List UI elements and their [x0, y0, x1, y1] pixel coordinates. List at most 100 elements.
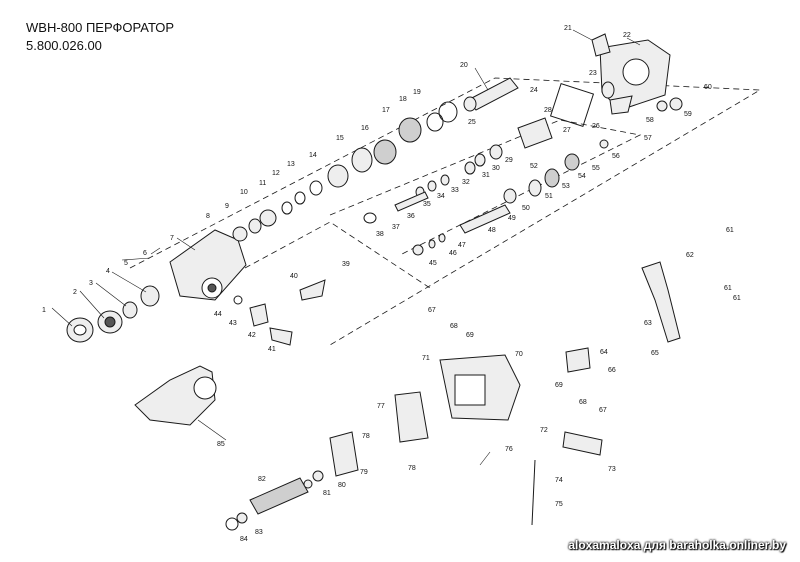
label-55: 55 [592, 165, 600, 172]
label-11: 11 [259, 180, 266, 187]
label-26: 26 [592, 123, 600, 130]
part-38 [363, 212, 377, 224]
label-62: 62 [686, 252, 694, 259]
part-57 [609, 95, 633, 115]
part-53-gear [544, 168, 560, 188]
label-18: 18 [399, 96, 407, 103]
label-30: 30 [492, 165, 500, 172]
label-20: 20 [460, 62, 468, 69]
part-33 [427, 180, 437, 192]
part-19 [438, 101, 458, 123]
label-44: 44 [214, 311, 222, 318]
label-28: 28 [544, 107, 552, 114]
label-83: 83 [255, 529, 263, 536]
part-27 [517, 117, 553, 149]
part-3-ring [122, 301, 138, 319]
part-51 [528, 179, 542, 197]
label-52: 52 [530, 163, 538, 170]
label-42: 42 [248, 332, 256, 339]
part-7-gear-housing [169, 229, 247, 301]
label-35: 35 [423, 201, 431, 208]
label-72: 72 [540, 427, 548, 434]
part-64-switch [565, 347, 591, 373]
label-70: 70 [515, 351, 523, 358]
part-45 [412, 244, 424, 256]
label-85: 85 [217, 441, 225, 448]
label-78b: 78 [408, 465, 416, 472]
label-48: 48 [488, 227, 496, 234]
label-84: 84 [240, 536, 248, 543]
part-46 [428, 239, 436, 249]
label-10: 10 [240, 189, 248, 196]
label-24: 24 [530, 87, 538, 94]
part-14-spring [327, 164, 349, 188]
label-33: 33 [451, 187, 459, 194]
part-55-gear [564, 153, 580, 171]
part-8 [232, 226, 248, 242]
part-10 [259, 209, 277, 227]
label-22: 22 [623, 32, 631, 39]
part-16-gear [373, 139, 397, 165]
part-40-bracket [299, 279, 326, 301]
label-25: 25 [468, 119, 476, 126]
label-53: 53 [562, 183, 570, 190]
part-30 [474, 153, 486, 167]
label-75: 75 [555, 501, 563, 508]
label-64: 64 [600, 349, 608, 356]
label-9: 9 [225, 203, 229, 210]
label-68b: 68 [579, 399, 587, 406]
label-80: 80 [338, 482, 346, 489]
part-73-plate [562, 431, 603, 456]
label-54: 54 [578, 173, 586, 180]
label-59: 59 [684, 111, 692, 118]
part-50 [503, 188, 517, 204]
label-61c: 61 [733, 295, 741, 302]
diagram-title: WBH-800 ПЕРФОРАТОР [26, 20, 175, 35]
label-50: 50 [522, 205, 530, 212]
label-21: 21 [564, 25, 572, 32]
label-47: 47 [458, 242, 466, 249]
part-43-knob [249, 303, 269, 327]
part-59 [669, 97, 683, 111]
part-80 [312, 470, 324, 482]
label-13: 13 [287, 161, 295, 168]
part-17-gear [398, 117, 422, 143]
part-75-cord [531, 459, 536, 526]
label-15: 15 [336, 135, 344, 142]
part-9 [248, 218, 262, 234]
part-labels: 1 2 3 4 5 6 7 8 9 10 11 12 13 14 15 16 1… [42, 25, 741, 543]
label-6: 6 [143, 250, 147, 257]
label-57: 57 [644, 135, 652, 142]
label-7: 7 [170, 235, 174, 242]
label-2: 2 [73, 289, 77, 296]
label-56: 56 [612, 153, 620, 160]
part-47 [438, 233, 446, 243]
part-56 [599, 139, 609, 149]
part-81 [303, 479, 313, 489]
label-67b: 67 [599, 407, 607, 414]
group-outline-inner [329, 119, 642, 256]
part-32 [440, 174, 450, 186]
label-38: 38 [376, 231, 384, 238]
label-17: 17 [382, 107, 390, 114]
label-63: 63 [644, 320, 652, 327]
part-82-armature [249, 477, 309, 515]
label-34: 34 [437, 193, 445, 200]
watermark: aloxamaloxa для baraholka.onliner.by [568, 538, 786, 552]
part-58 [656, 100, 668, 112]
label-5: 5 [124, 260, 128, 267]
part-48-shaft [459, 204, 511, 234]
part-12 [294, 191, 306, 205]
group-outline-lower [244, 221, 431, 289]
label-79: 79 [360, 469, 368, 476]
label-43: 43 [229, 320, 237, 327]
label-31: 31 [482, 172, 490, 179]
label-14: 14 [309, 152, 317, 159]
part-83 [236, 512, 248, 524]
label-16: 16 [361, 125, 369, 132]
label-81: 81 [323, 490, 331, 497]
part-18 [426, 112, 444, 132]
part-35-shaft [394, 191, 429, 212]
